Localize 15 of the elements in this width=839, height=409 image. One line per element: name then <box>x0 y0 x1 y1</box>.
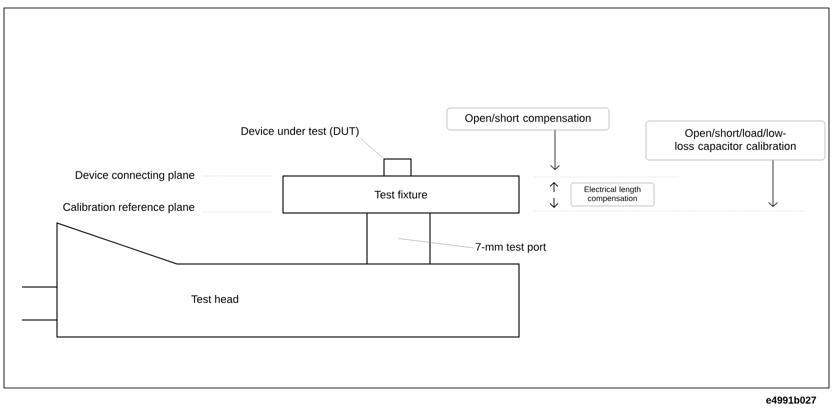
component-box <box>366 212 430 264</box>
fixture-box: Test fixture <box>282 176 520 214</box>
arrow <box>550 130 560 170</box>
callout-box: Electrical length compensation <box>570 182 654 206</box>
callout-box: Open/short/load/low-loss capacitor calibration <box>646 120 826 160</box>
component-box <box>384 158 412 176</box>
figure-code: e4991b027 <box>766 396 816 404</box>
plane-label: Calibration reference plane <box>63 202 194 214</box>
plane-label: Device connecting plane <box>76 170 194 182</box>
caption-text: 7-mm test port <box>476 243 546 253</box>
caption-text: Device under test (DUT) <box>242 126 359 138</box>
leader-line <box>398 238 474 248</box>
arrow <box>768 160 778 207</box>
leader-line <box>360 138 384 159</box>
callout-box: Open/short compensation <box>446 108 610 130</box>
